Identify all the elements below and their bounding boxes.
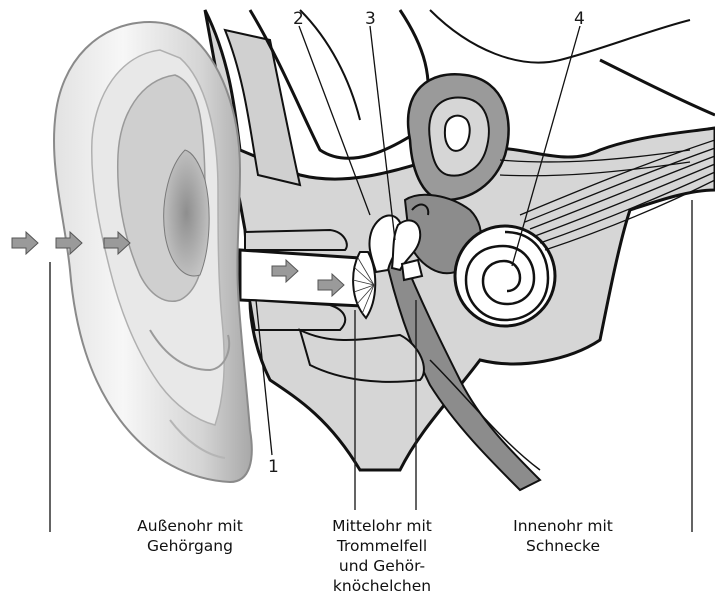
caption-line: Gehörgang xyxy=(115,536,265,556)
caption-line: Trommelfell xyxy=(307,536,457,556)
caption-line: knöchelchen xyxy=(307,576,457,596)
caption-line: Mittelohr mit xyxy=(307,516,457,536)
caption-inner-ear: Innenohr mit Schnecke xyxy=(493,516,633,556)
label-number-2: 2 xyxy=(293,9,304,29)
caption-line: Außenohr mit xyxy=(115,516,265,536)
pinna xyxy=(54,22,252,482)
caption-middle-ear: Mittelohr mit Trommelfell und Gehör- knö… xyxy=(307,516,457,596)
caption-line: Innenohr mit xyxy=(493,516,633,536)
caption-outer-ear: Außenohr mit Gehörgang xyxy=(115,516,265,556)
arrow-icon xyxy=(12,232,38,254)
caption-line: und Gehör- xyxy=(307,556,457,576)
label-number-3: 3 xyxy=(365,9,376,29)
label-number-1: 1 xyxy=(268,457,279,477)
label-number-4: 4 xyxy=(574,9,585,29)
caption-line: Schnecke xyxy=(493,536,633,556)
cochlea xyxy=(455,226,555,326)
